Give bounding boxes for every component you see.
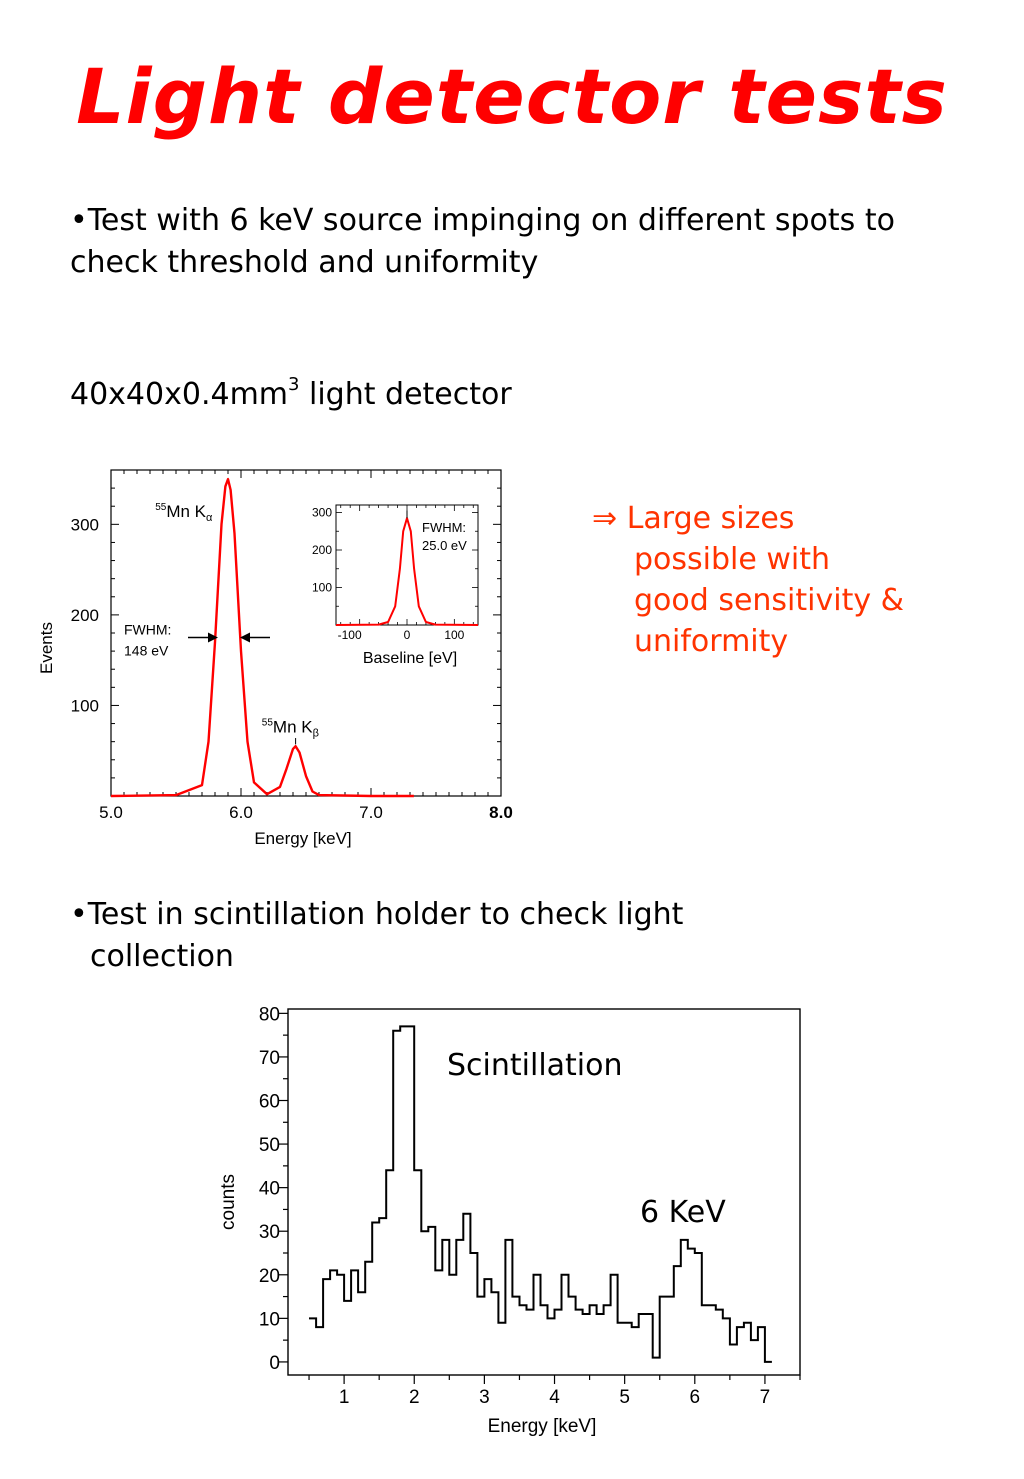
- y-tick-label: 50: [259, 1135, 280, 1156]
- histogram-steps: [309, 1025, 772, 1363]
- six-kev-annotation: 6 KeV: [640, 1195, 726, 1230]
- inset-y-tick-label: 100: [312, 581, 332, 595]
- x-tick-label: 1: [339, 1387, 350, 1408]
- inset-frame: [335, 504, 479, 626]
- y-tick-label: 60: [259, 1092, 280, 1113]
- slide-title: Light detector tests: [76, 52, 948, 141]
- inset-x-tick-label: 100: [444, 628, 464, 642]
- x-tick-label: 5.0: [99, 803, 123, 822]
- y-tick-label: 0: [269, 1353, 280, 1374]
- y-axis-label: Events: [37, 622, 56, 674]
- y-tick-label: 80: [259, 1004, 280, 1025]
- line-name: Mn K: [166, 502, 206, 521]
- y-tick-label: 70: [259, 1048, 280, 1069]
- bullet-source-test: •Test with 6 keV source impinging on dif…: [70, 203, 895, 280]
- x-axis-label: Energy [keV]: [488, 1416, 597, 1437]
- fit-curve: [110, 477, 414, 798]
- y-tick-label: 200: [71, 606, 99, 625]
- implies-arrow-icon: ⇒: [592, 501, 618, 536]
- inset-y-tick-label: 200: [312, 543, 332, 557]
- line-sub: β: [313, 728, 319, 740]
- line-name: Mn K: [273, 718, 313, 737]
- isotope-mass: 55: [262, 718, 274, 729]
- conclusion-line-4: uniformity: [634, 624, 789, 659]
- inset-fit-curve: [335, 517, 479, 626]
- y-tick-label: 20: [259, 1266, 280, 1287]
- inset-x-tick-label: -100: [338, 628, 362, 642]
- bullet2-line-2: collection: [90, 939, 234, 974]
- x-tick-label: 6.0: [229, 803, 253, 822]
- data-trace: [110, 477, 414, 797]
- x-tick-label: 7.0: [359, 803, 383, 822]
- inset-fwhm-label: FWHM:: [422, 520, 466, 535]
- isotope-mass: 55: [155, 502, 167, 513]
- fwhm-label: FWHM:: [124, 621, 171, 637]
- detector-size: 40x40x0.4mm3 light detector: [70, 364, 512, 416]
- bullet2-line-1: •Test in scintillation holder to check l…: [70, 897, 684, 932]
- detector-size-text: 40x40x0.4mm: [70, 377, 289, 412]
- y-tick-label: 40: [259, 1179, 280, 1200]
- plot-frame: [110, 469, 502, 797]
- conclusion-line-1: ⇒ Large sizes: [592, 498, 972, 539]
- line-sub: α: [206, 512, 213, 524]
- fwhm-arrowhead-right: [240, 632, 250, 643]
- plot-frame: [287, 1008, 801, 1376]
- inset-fwhm-value: 25.0 eV: [422, 538, 467, 553]
- y-tick-label: 300: [71, 515, 99, 534]
- x-tick-label: 2: [409, 1387, 420, 1408]
- y-tick-label: 10: [259, 1309, 280, 1330]
- x-tick-label: 7: [760, 1387, 771, 1408]
- conclusion-text: ⇒ Large sizes possible with good sensiti…: [592, 498, 972, 662]
- detector-size-exponent: 3: [288, 374, 300, 395]
- inset-y-tick-label: 300: [312, 506, 332, 520]
- inset-x-axis-label: Baseline [eV]: [363, 650, 457, 667]
- y-tick-label: 100: [71, 696, 99, 715]
- fwhm-value: 148 eV: [124, 642, 169, 658]
- detector-size-suffix: light detector: [299, 377, 512, 412]
- x-axis-label: Energy [keV]: [254, 829, 351, 848]
- y-tick-label: 30: [259, 1222, 280, 1243]
- fwhm-arrowhead-left: [208, 632, 218, 643]
- x-tick-label: 4: [549, 1387, 560, 1408]
- inset-x-tick-label: 0: [404, 628, 411, 642]
- conclusion-line-2: possible with: [634, 542, 831, 577]
- bullet-scintillation-test: •Test in scintillation holder to check l…: [70, 894, 970, 978]
- x-tick-label: 5: [619, 1387, 630, 1408]
- conclusion-line-3: good sensitivity &: [634, 583, 905, 618]
- conclusion-line-1-text: Large sizes: [626, 501, 795, 536]
- mn-k-alpha-label: 55Mn Kα: [155, 502, 213, 524]
- scintillation-annotation: Scintillation: [447, 1048, 623, 1083]
- mn-k-beta-label: 55Mn Kβ: [262, 718, 319, 740]
- x-tick-label: 6: [690, 1387, 701, 1408]
- x-tick-label: 8.0: [489, 803, 513, 822]
- x-tick-label: 3: [479, 1387, 490, 1408]
- inset-data-trace: [335, 516, 479, 626]
- y-axis-label: counts: [218, 1174, 239, 1230]
